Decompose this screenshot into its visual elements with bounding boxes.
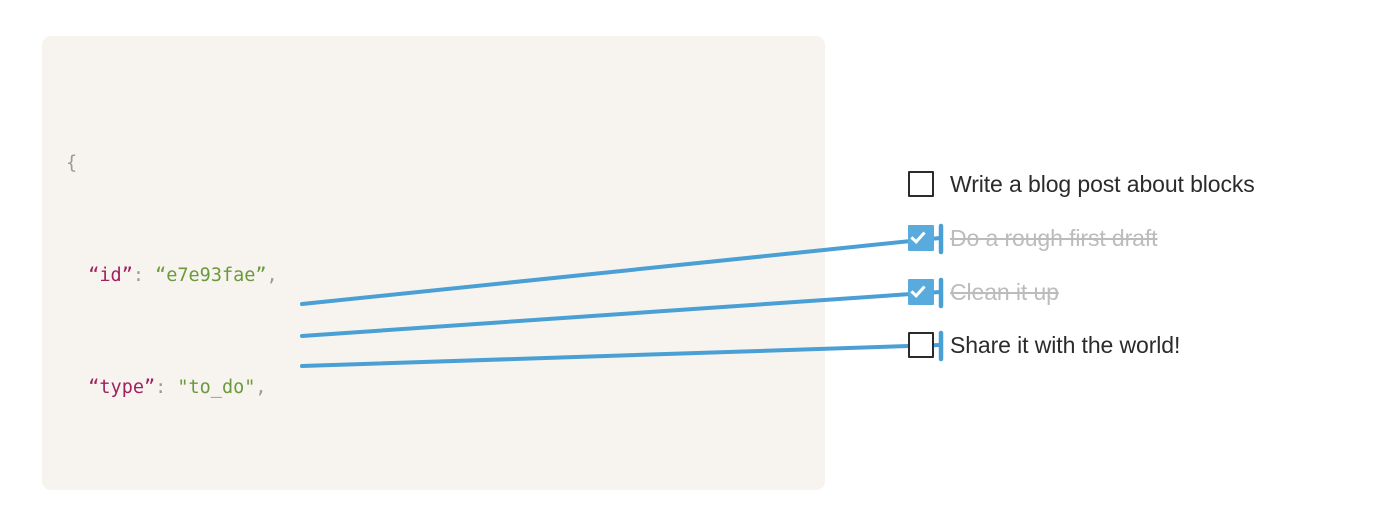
list-item[interactable]: Do a rough first draft bbox=[908, 222, 1158, 254]
json-key-id: “id” bbox=[88, 265, 133, 286]
punctuation: : bbox=[155, 377, 178, 398]
checkbox-checked-icon[interactable] bbox=[908, 279, 934, 305]
code-line-id: “id”: “e7e93fae”, bbox=[66, 262, 612, 290]
punctuation: , bbox=[255, 377, 267, 398]
todo-item-label: Write a blog post about blocks bbox=[950, 170, 1255, 197]
code-line-type: “type”: "to_do", bbox=[66, 374, 612, 402]
json-value-type: "to_do" bbox=[177, 377, 256, 398]
json-code-block: { “id”: “e7e93fae”, “type”: "to_do", “pr… bbox=[42, 36, 825, 490]
list-item[interactable]: Write a blog post about blocks bbox=[908, 168, 1255, 200]
punctuation: { bbox=[66, 153, 78, 174]
code-line-properties: “properties”: { bbox=[66, 486, 612, 490]
json-key-type: “type” bbox=[88, 377, 156, 398]
code-line-open-brace: { bbox=[66, 150, 612, 178]
checkbox-unchecked-icon[interactable] bbox=[908, 332, 934, 358]
json-code-lines: { “id”: “e7e93fae”, “type”: "to_do", “pr… bbox=[66, 66, 612, 490]
json-value-id: “e7e93fae” bbox=[155, 265, 267, 286]
punctuation: , bbox=[266, 265, 278, 286]
todo-item-label: Share it with the world! bbox=[950, 331, 1181, 358]
todo-item-label: Clean it up bbox=[950, 278, 1059, 305]
json-key-properties: “properties” bbox=[88, 489, 222, 490]
list-item[interactable]: Share it with the world! bbox=[908, 329, 1180, 361]
punctuation: : bbox=[132, 265, 156, 286]
checkbox-checked-icon[interactable] bbox=[908, 225, 934, 251]
punctuation: : { bbox=[222, 489, 255, 490]
todo-item-label: Do a rough first draft bbox=[950, 224, 1158, 251]
check-mark-icon bbox=[910, 228, 926, 244]
list-item[interactable]: Clean it up bbox=[908, 276, 1059, 308]
checkbox-unchecked-icon[interactable] bbox=[908, 171, 934, 197]
check-mark-icon bbox=[910, 282, 926, 298]
